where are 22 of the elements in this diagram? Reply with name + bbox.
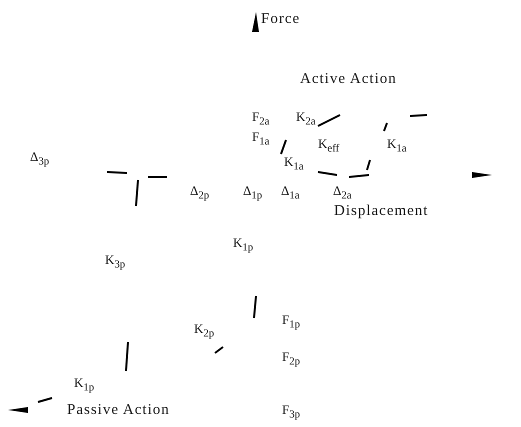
axis-tick-label: K$_{1p}$ [233, 236, 254, 254]
axis-tick-label: K$_{1a}$ [284, 155, 304, 172]
axis-tick-label: Δ$_{2a}$ [333, 184, 352, 202]
axis-tick-label: K$_{1a}$ [387, 137, 407, 154]
annotation: Active Action [300, 72, 397, 87]
annotation: Passive Action [67, 403, 170, 418]
axis-tick-label: F$_{2a}$ [252, 110, 270, 128]
axis-tick-label: F$_{1a}$ [252, 130, 270, 148]
axis-tick-label: K$_{eff}$ [318, 137, 340, 154]
axis-tick-label: K$_{2p}$ [194, 322, 214, 340]
axis-tick-label: K$_{3p}$ [105, 253, 126, 270]
axis-tick-label: Δ$_{1p}$ [243, 184, 262, 202]
axis-tick-label: Δ$_{2p}$ [190, 184, 210, 202]
axis-tick-label: Δ$_{3p}$ [30, 150, 50, 168]
axis-label: Force [261, 12, 300, 27]
axis-tick-label: F$_{2p}$ [282, 350, 300, 368]
axis-tick-label: F$_{3p}$ [282, 403, 300, 420]
axis-label: Displacement [334, 204, 428, 219]
axis-tick-label: K$_{2a}$ [296, 110, 316, 128]
axis-tick-label: K$_{1p}$ [74, 376, 94, 394]
axis-tick-label: F$_{1p}$ [282, 313, 300, 330]
axis-tick-label: Δ$_{1a}$ [281, 184, 300, 202]
